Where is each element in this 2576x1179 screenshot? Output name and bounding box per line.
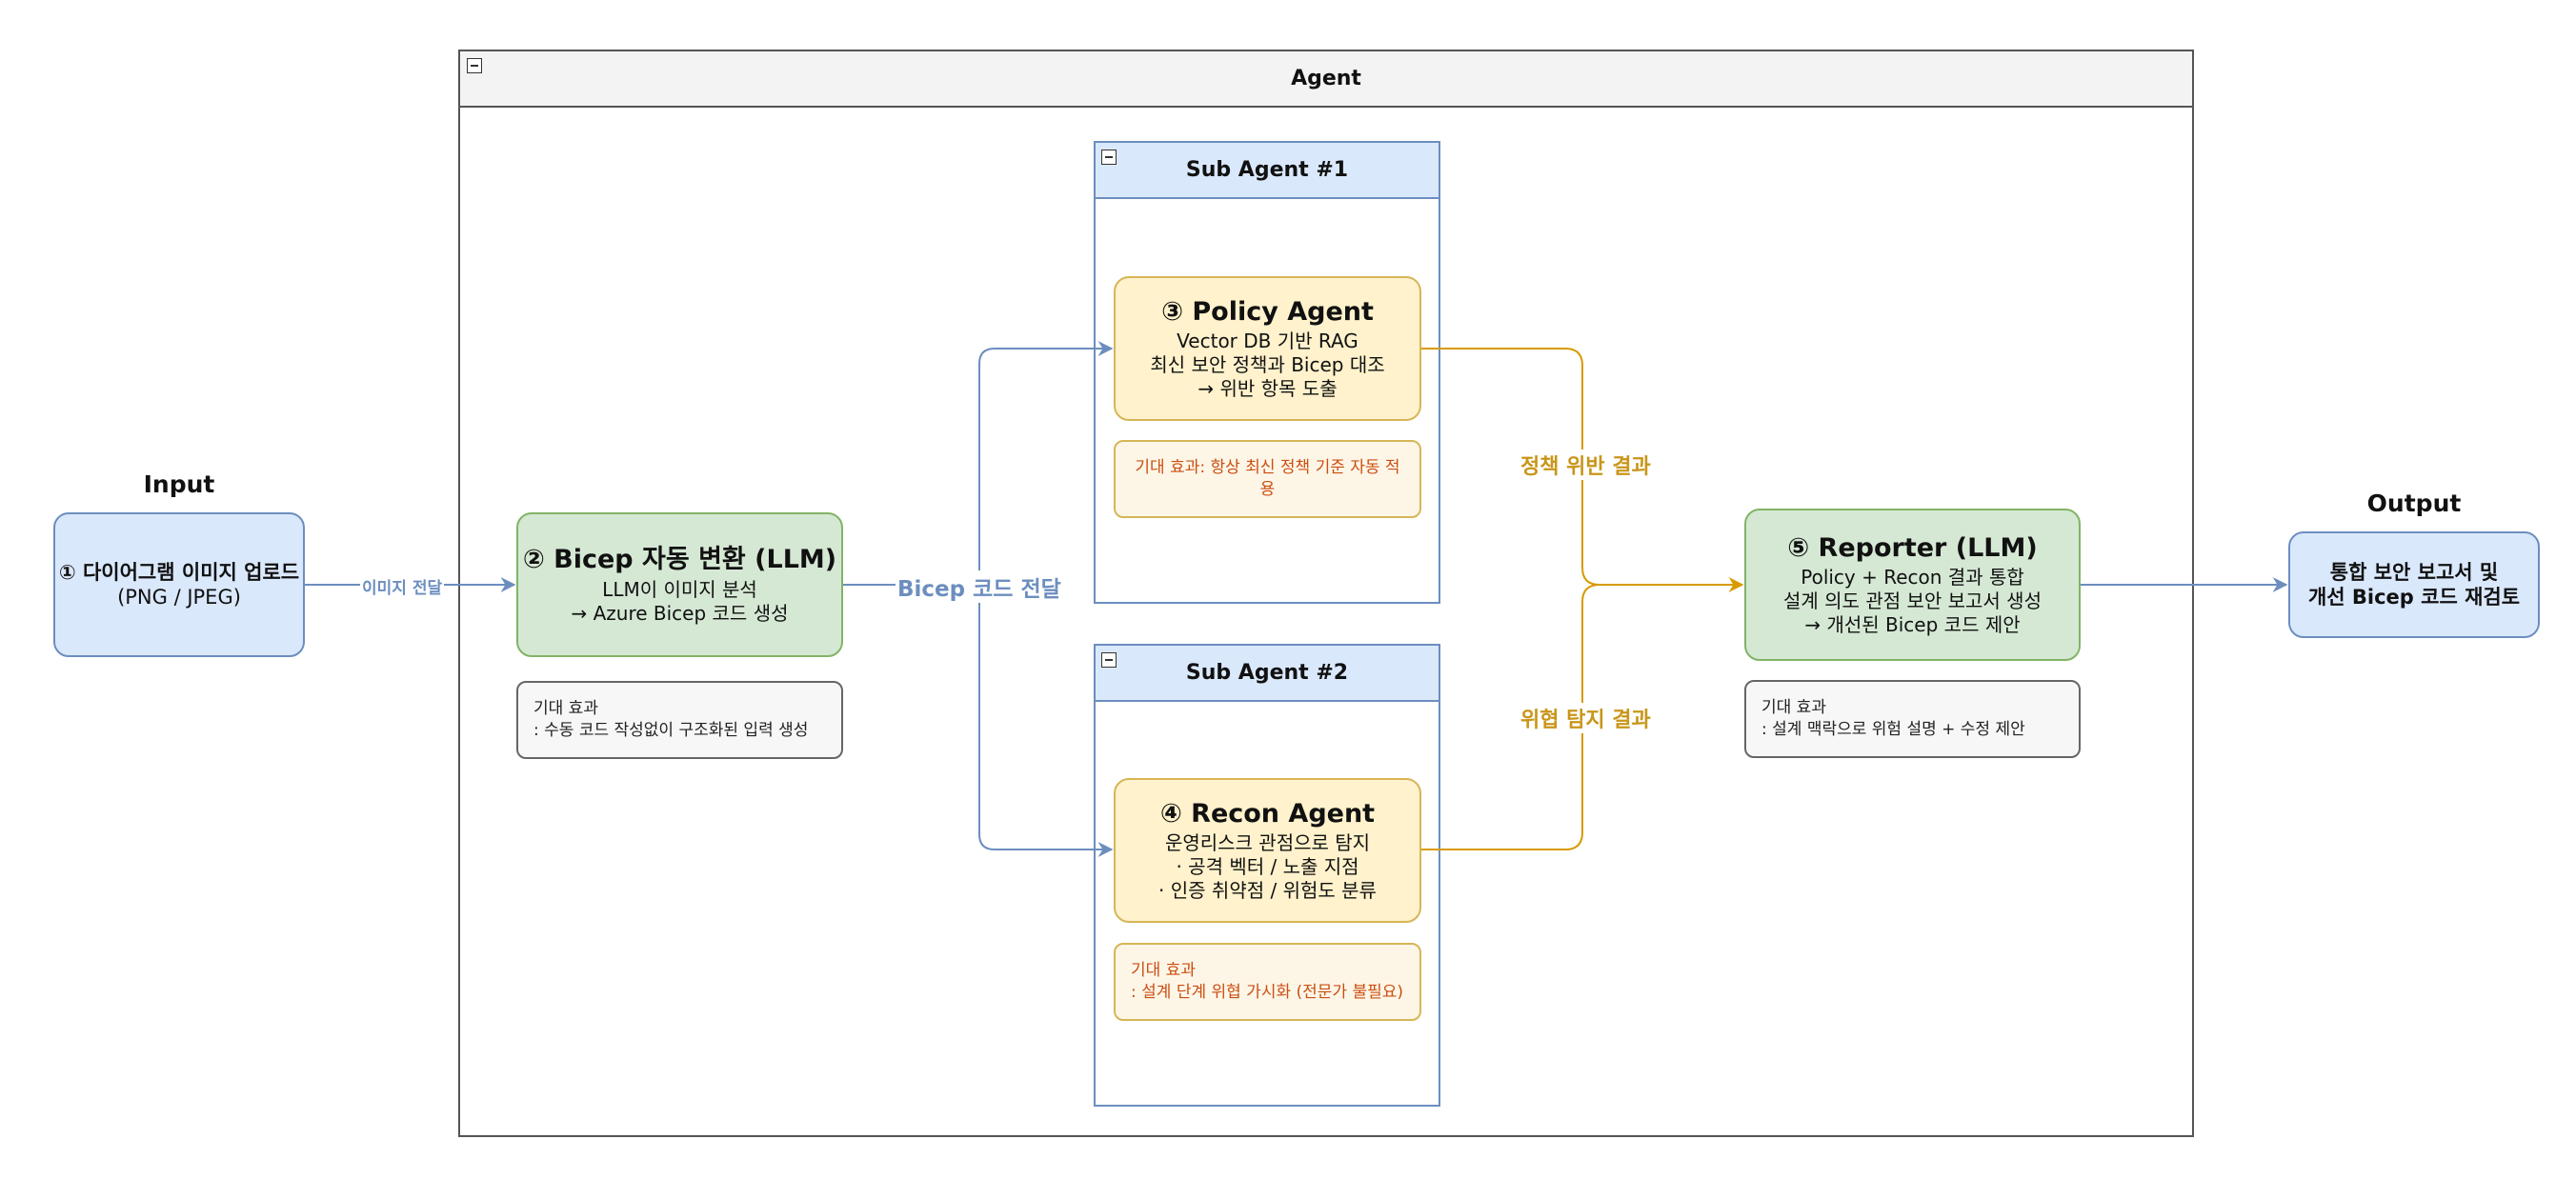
- agent-title: Agent: [1291, 67, 1361, 90]
- recon-agent-line2: · 공격 벡터 / 노출 지점: [1176, 855, 1359, 879]
- bicep-node[interactable]: ② Bicep 자동 변환 (LLM) LLM이 이미지 분석 → Azure …: [516, 512, 843, 657]
- sub-agent-1-title: Sub Agent #1: [1185, 158, 1349, 182]
- edge-bicep-to-recon: [978, 585, 1114, 857]
- input-node[interactable]: ① 다이어그램 이미지 업로드 (PNG / JPEG): [53, 512, 305, 657]
- input-line2: (PNG / JPEG): [117, 586, 241, 609]
- reporter-line3: → 개선된 Bicep 코드 제안: [1804, 613, 2021, 637]
- reporter-note-line1: 기대 효과: [1761, 698, 1826, 718]
- edge-label-policy-result: 정책 위반 결과: [1520, 450, 1651, 480]
- policy-agent-line2: 최신 보안 정책과 Bicep 대조: [1150, 353, 1385, 377]
- recon-agent-note-line2: : 설계 단계 위협 가시화 (전문가 불필요): [1131, 983, 1404, 1002]
- policy-agent-node[interactable]: ③ Policy Agent Vector DB 기반 RAG 최신 보안 정책…: [1114, 276, 1421, 421]
- bicep-note-line2: : 수동 코드 작성없이 구조화된 입력 생성: [533, 721, 809, 740]
- agent-collapse-icon[interactable]: [467, 58, 482, 73]
- edge-label-threat-result: 위협 탐지 결과: [1520, 703, 1651, 733]
- sub-agent-1-collapse-icon[interactable]: [1101, 150, 1117, 165]
- recon-agent-line1: 운영리스크 관점으로 탐지: [1164, 831, 1371, 855]
- sub-agent-2-collapse-icon[interactable]: [1101, 652, 1117, 668]
- output-heading: Output: [2366, 490, 2462, 517]
- bicep-note: 기대 효과 : 수동 코드 작성없이 구조화된 입력 생성: [516, 681, 843, 759]
- edge-bicep-to-policy: [843, 341, 1114, 586]
- policy-agent-note: 기대 효과: 항상 최신 정책 기준 자동 적용: [1114, 440, 1421, 518]
- bicep-note-line1: 기대 효과: [533, 699, 598, 719]
- recon-agent-node[interactable]: ④ Recon Agent 운영리스크 관점으로 탐지 · 공격 벡터 / 노출…: [1114, 778, 1421, 923]
- reporter-note-line2: : 설계 맥락으로 위험 설명 + 수정 제안: [1761, 720, 2025, 739]
- policy-agent-note-text: 기대 효과: 항상 최신 정책 기준 자동 적용: [1135, 458, 1400, 499]
- reporter-title: ⑤ Reporter (LLM): [1787, 532, 2038, 563]
- sub-agent-1-header: Sub Agent #1: [1094, 141, 1440, 199]
- input-line1: ① 다이어그램 이미지 업로드: [58, 560, 300, 584]
- agent-header: Agent: [458, 50, 2194, 108]
- reporter-line1: Policy + Recon 결과 통합: [1801, 566, 2024, 590]
- input-heading: Input: [143, 470, 215, 498]
- output-node[interactable]: 통합 보안 보고서 및 개선 Bicep 코드 재검토: [2288, 531, 2540, 638]
- recon-agent-title: ④ Recon Agent: [1159, 798, 1376, 829]
- edge-label-bicep-pass: Bicep 코드 전달: [896, 570, 1063, 603]
- reporter-line2: 설계 의도 관점 보안 보고서 생성: [1783, 590, 2042, 613]
- edge-label-image-pass: 이미지 전달: [360, 574, 445, 598]
- policy-agent-line1: Vector DB 기반 RAG: [1177, 330, 1358, 353]
- policy-agent-title: ③ Policy Agent: [1161, 296, 1374, 327]
- bicep-title: ② Bicep 자동 변환 (LLM): [522, 545, 837, 575]
- reporter-node[interactable]: ⑤ Reporter (LLM) Policy + Recon 결과 통합 설계…: [1744, 509, 2081, 661]
- output-line2: 개선 Bicep 코드 재검토: [2307, 586, 2521, 609]
- policy-agent-line3: → 위반 항목 도출: [1197, 377, 1338, 401]
- reporter-note: 기대 효과 : 설계 맥락으로 위험 설명 + 수정 제안: [1744, 680, 2081, 758]
- bicep-line1: LLM이 이미지 분석: [602, 577, 757, 601]
- output-line1: 통합 보안 보고서 및: [2329, 560, 2499, 584]
- recon-agent-line3: · 인증 취약점 / 위험도 분류: [1158, 879, 1377, 903]
- recon-agent-note-line1: 기대 효과: [1131, 961, 1196, 981]
- bicep-line2: → Azure Bicep 코드 생성: [571, 601, 789, 625]
- recon-agent-note: 기대 효과 : 설계 단계 위협 가시화 (전문가 불필요): [1114, 943, 1421, 1021]
- sub-agent-2-title: Sub Agent #2: [1185, 661, 1349, 685]
- sub-agent-2-header: Sub Agent #2: [1094, 644, 1440, 702]
